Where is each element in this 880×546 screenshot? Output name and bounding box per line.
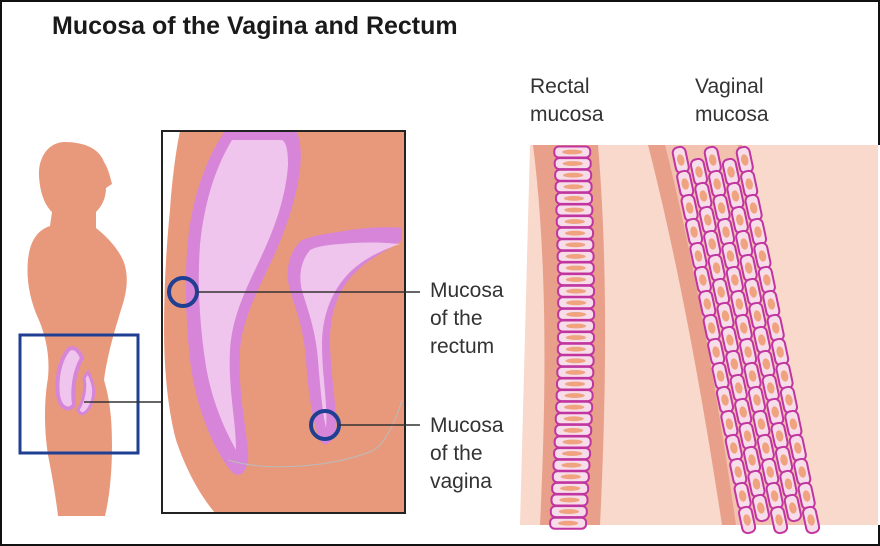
vagina-callout-label: Mucosa of the vagina [430,412,504,496]
epithelial-cell [557,379,593,390]
zoomed-section [162,131,405,513]
epithelial-cell [558,297,594,308]
vagina-callout-line-2: of the [430,440,504,468]
epithelial-cell [556,402,592,413]
epithelial-cell [555,437,591,448]
epithelial-cell [557,228,593,239]
rectum-callout-label: Mucosa of the rectum [430,277,504,361]
epithelial-cell [554,147,590,158]
epithelial-cell [553,471,589,482]
epithelial-cell [556,193,592,204]
epithelial-cell [558,344,594,355]
vagina-callout-line-1: Mucosa [430,412,504,440]
epithelial-cell [555,170,591,181]
epithelial-cell [556,413,592,424]
epithelial-cell [555,158,591,169]
vagina-callout-line-3: vagina [430,468,504,496]
epithelial-cell [556,205,592,216]
epithelial-cell [558,332,594,343]
epithelial-cell [557,367,593,378]
epithelial-cell [555,425,591,436]
epithelial-cell [554,448,590,459]
epithelial-cell [553,460,589,471]
epithelial-cell [551,506,587,517]
epithelial-cell [556,181,592,192]
vaginal-mucosa-label: Vaginal mucosa [695,73,769,129]
rectum-callout-line-1: Mucosa [430,277,504,305]
epithelial-cell [551,495,587,506]
vaginal-label-line-2: mucosa [695,101,769,129]
epithelial-cell [558,286,594,297]
rectum-callout-line-2: of the [430,305,504,333]
rectum-callout-line-3: rectum [430,333,504,361]
epithelial-cell [558,355,594,366]
rectal-label-line-2: mucosa [530,101,604,129]
vaginal-label-line-1: Vaginal [695,73,769,101]
epithelial-cell [557,239,593,250]
epithelial-cell [558,309,594,320]
rectal-label-line-1: Rectal [530,73,604,101]
epithelial-cell [557,390,593,401]
rectal-mucosa-label: Rectal mucosa [530,73,604,129]
epithelial-cell [557,216,593,227]
epithelial-cell [558,263,594,274]
epithelial-cell [558,274,594,285]
epithelial-cell [552,483,588,494]
epithelial-cell [558,321,594,332]
epithelial-cell [558,251,594,262]
body-silhouette [27,142,126,516]
epithelial-cell [550,518,586,529]
